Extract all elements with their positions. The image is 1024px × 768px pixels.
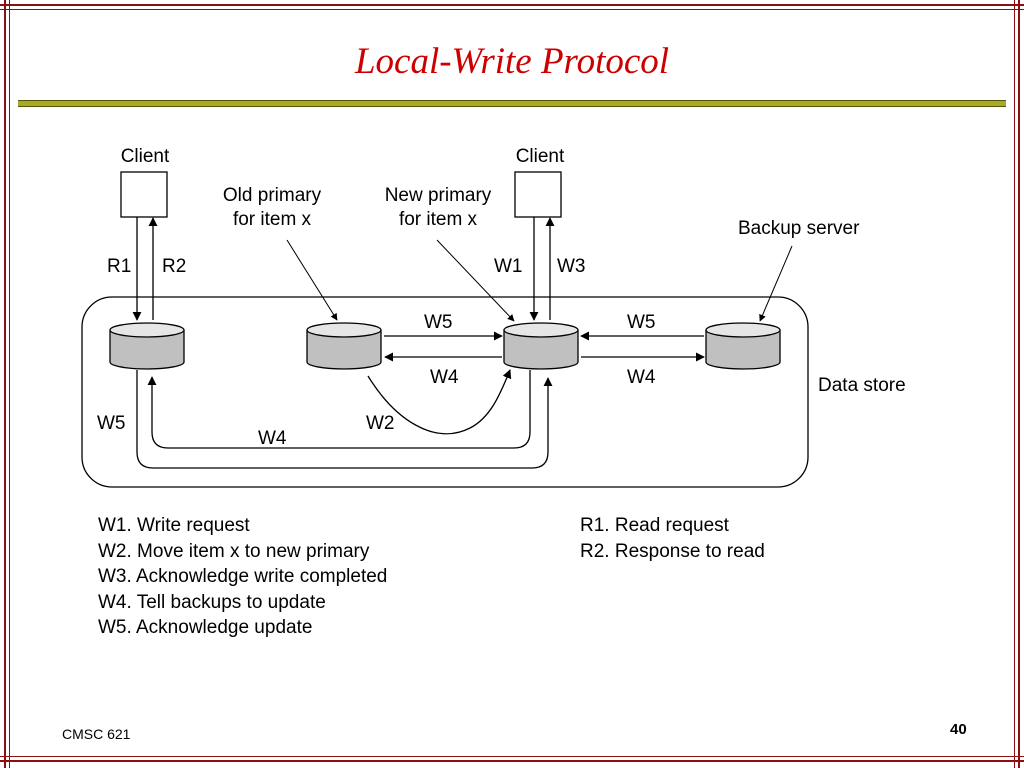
page-number: 40 bbox=[950, 721, 967, 738]
label-w4-bottom: W4 bbox=[258, 428, 287, 449]
legend-item: W2. Move item x to new primary bbox=[98, 540, 370, 562]
server-new-primary-cylinder bbox=[503, 322, 579, 370]
data-store-boundary bbox=[81, 296, 809, 488]
legend-item: W4. Tell backups to update bbox=[98, 591, 326, 613]
server-old-primary-cylinder bbox=[306, 322, 382, 370]
label-w4-right: W4 bbox=[627, 367, 656, 388]
frame-top-line-inner bbox=[0, 9, 1024, 10]
frame-top-line-outer bbox=[0, 4, 1024, 6]
client-left-box bbox=[120, 171, 168, 218]
old-primary-label-line1: Old primary bbox=[223, 185, 322, 206]
pointer-old-primary bbox=[286, 239, 338, 321]
backup-server-label: Backup server bbox=[738, 218, 860, 239]
new-primary-label-line1: New primary bbox=[385, 185, 492, 206]
label-r1: R1 bbox=[107, 256, 131, 277]
legend-item: W3. Acknowledge write completed bbox=[98, 566, 388, 587]
legend-left: W1. Write request W2. Move item x to new… bbox=[98, 513, 387, 641]
legend-item: W1. Write request bbox=[98, 515, 250, 536]
new-primary-label-line2: for item x bbox=[399, 209, 478, 230]
label-w5-left: W5 bbox=[97, 413, 126, 434]
legend-item: W5. Acknowledge update bbox=[98, 617, 313, 638]
legend-item: R1. Read request bbox=[580, 515, 729, 536]
slide-title: Local-Write Protocol bbox=[354, 41, 670, 82]
legend-right: R1. Read request R2. Response to read bbox=[580, 513, 765, 564]
frame-bottom-line-inner bbox=[0, 756, 1024, 757]
data-store-label: Data store bbox=[818, 375, 906, 396]
client-right-box bbox=[514, 171, 562, 218]
label-w4-mid: W4 bbox=[430, 367, 459, 388]
frame-right-line-outer bbox=[1018, 0, 1020, 768]
frame-left-line-outer bbox=[4, 0, 6, 768]
client-left-label: Client bbox=[121, 146, 170, 167]
label-w2: W2 bbox=[366, 413, 395, 434]
arrow-w4-loop bbox=[136, 370, 553, 469]
label-w1: W1 bbox=[494, 256, 523, 277]
frame-right-line-inner bbox=[1014, 0, 1015, 768]
client-right-label: Client bbox=[516, 146, 565, 167]
footer-course: CMSC 621 bbox=[62, 726, 131, 742]
label-w5-top-right: W5 bbox=[627, 312, 656, 333]
server-backup-cylinder bbox=[705, 322, 781, 370]
label-w5-top-mid: W5 bbox=[424, 312, 453, 333]
frame-left-line-inner bbox=[9, 0, 10, 768]
label-r2: R2 bbox=[162, 256, 186, 277]
title-rule bbox=[18, 100, 1006, 107]
pointer-new-primary bbox=[436, 239, 515, 322]
arrow-w5-loop bbox=[147, 370, 531, 449]
frame-bottom-line-outer bbox=[0, 760, 1024, 762]
server-left-cylinder bbox=[109, 322, 185, 370]
label-w3: W3 bbox=[557, 256, 586, 277]
arrow-w2-move-item bbox=[367, 369, 512, 435]
legend-item: R2. Response to read bbox=[580, 540, 765, 562]
old-primary-label-line2: for item x bbox=[233, 209, 312, 230]
pointer-backup-server bbox=[759, 245, 793, 322]
